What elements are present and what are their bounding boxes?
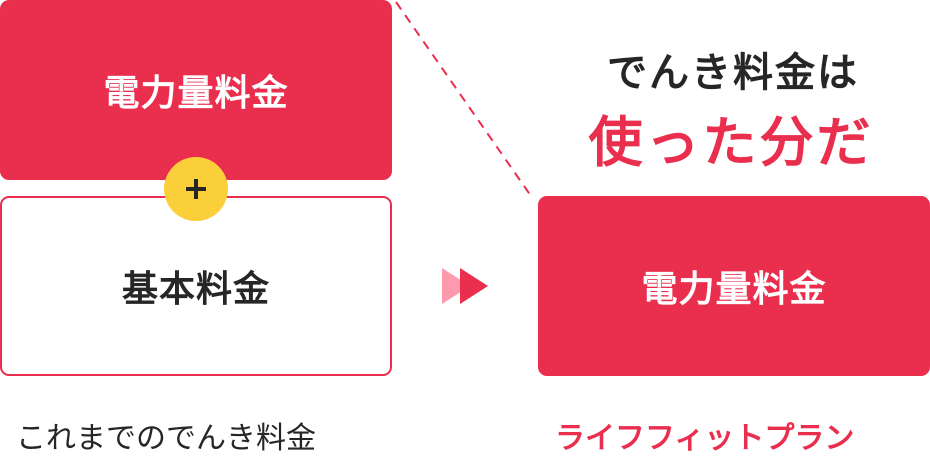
plus-badge [164,157,228,221]
double-arrow-right-icon [442,268,488,304]
headline-line1: でんき料金は [607,50,859,96]
usage-fee-box-new: 電力量料金 [538,196,930,376]
usage-fee-box-previous: 電力量料金 [0,0,392,180]
plan-name-caption: ライフフィットプラン [555,421,855,456]
previous-caption: これまでのでんき料金 [16,421,316,456]
usage-fee-label: 電力量料金 [103,73,289,114]
basic-fee-box: 基本料金 [0,196,392,376]
plus-icon [186,179,206,199]
usage-fee-label: 電力量料金 [641,269,827,310]
basic-fee-label: 基本料金 [121,269,270,310]
